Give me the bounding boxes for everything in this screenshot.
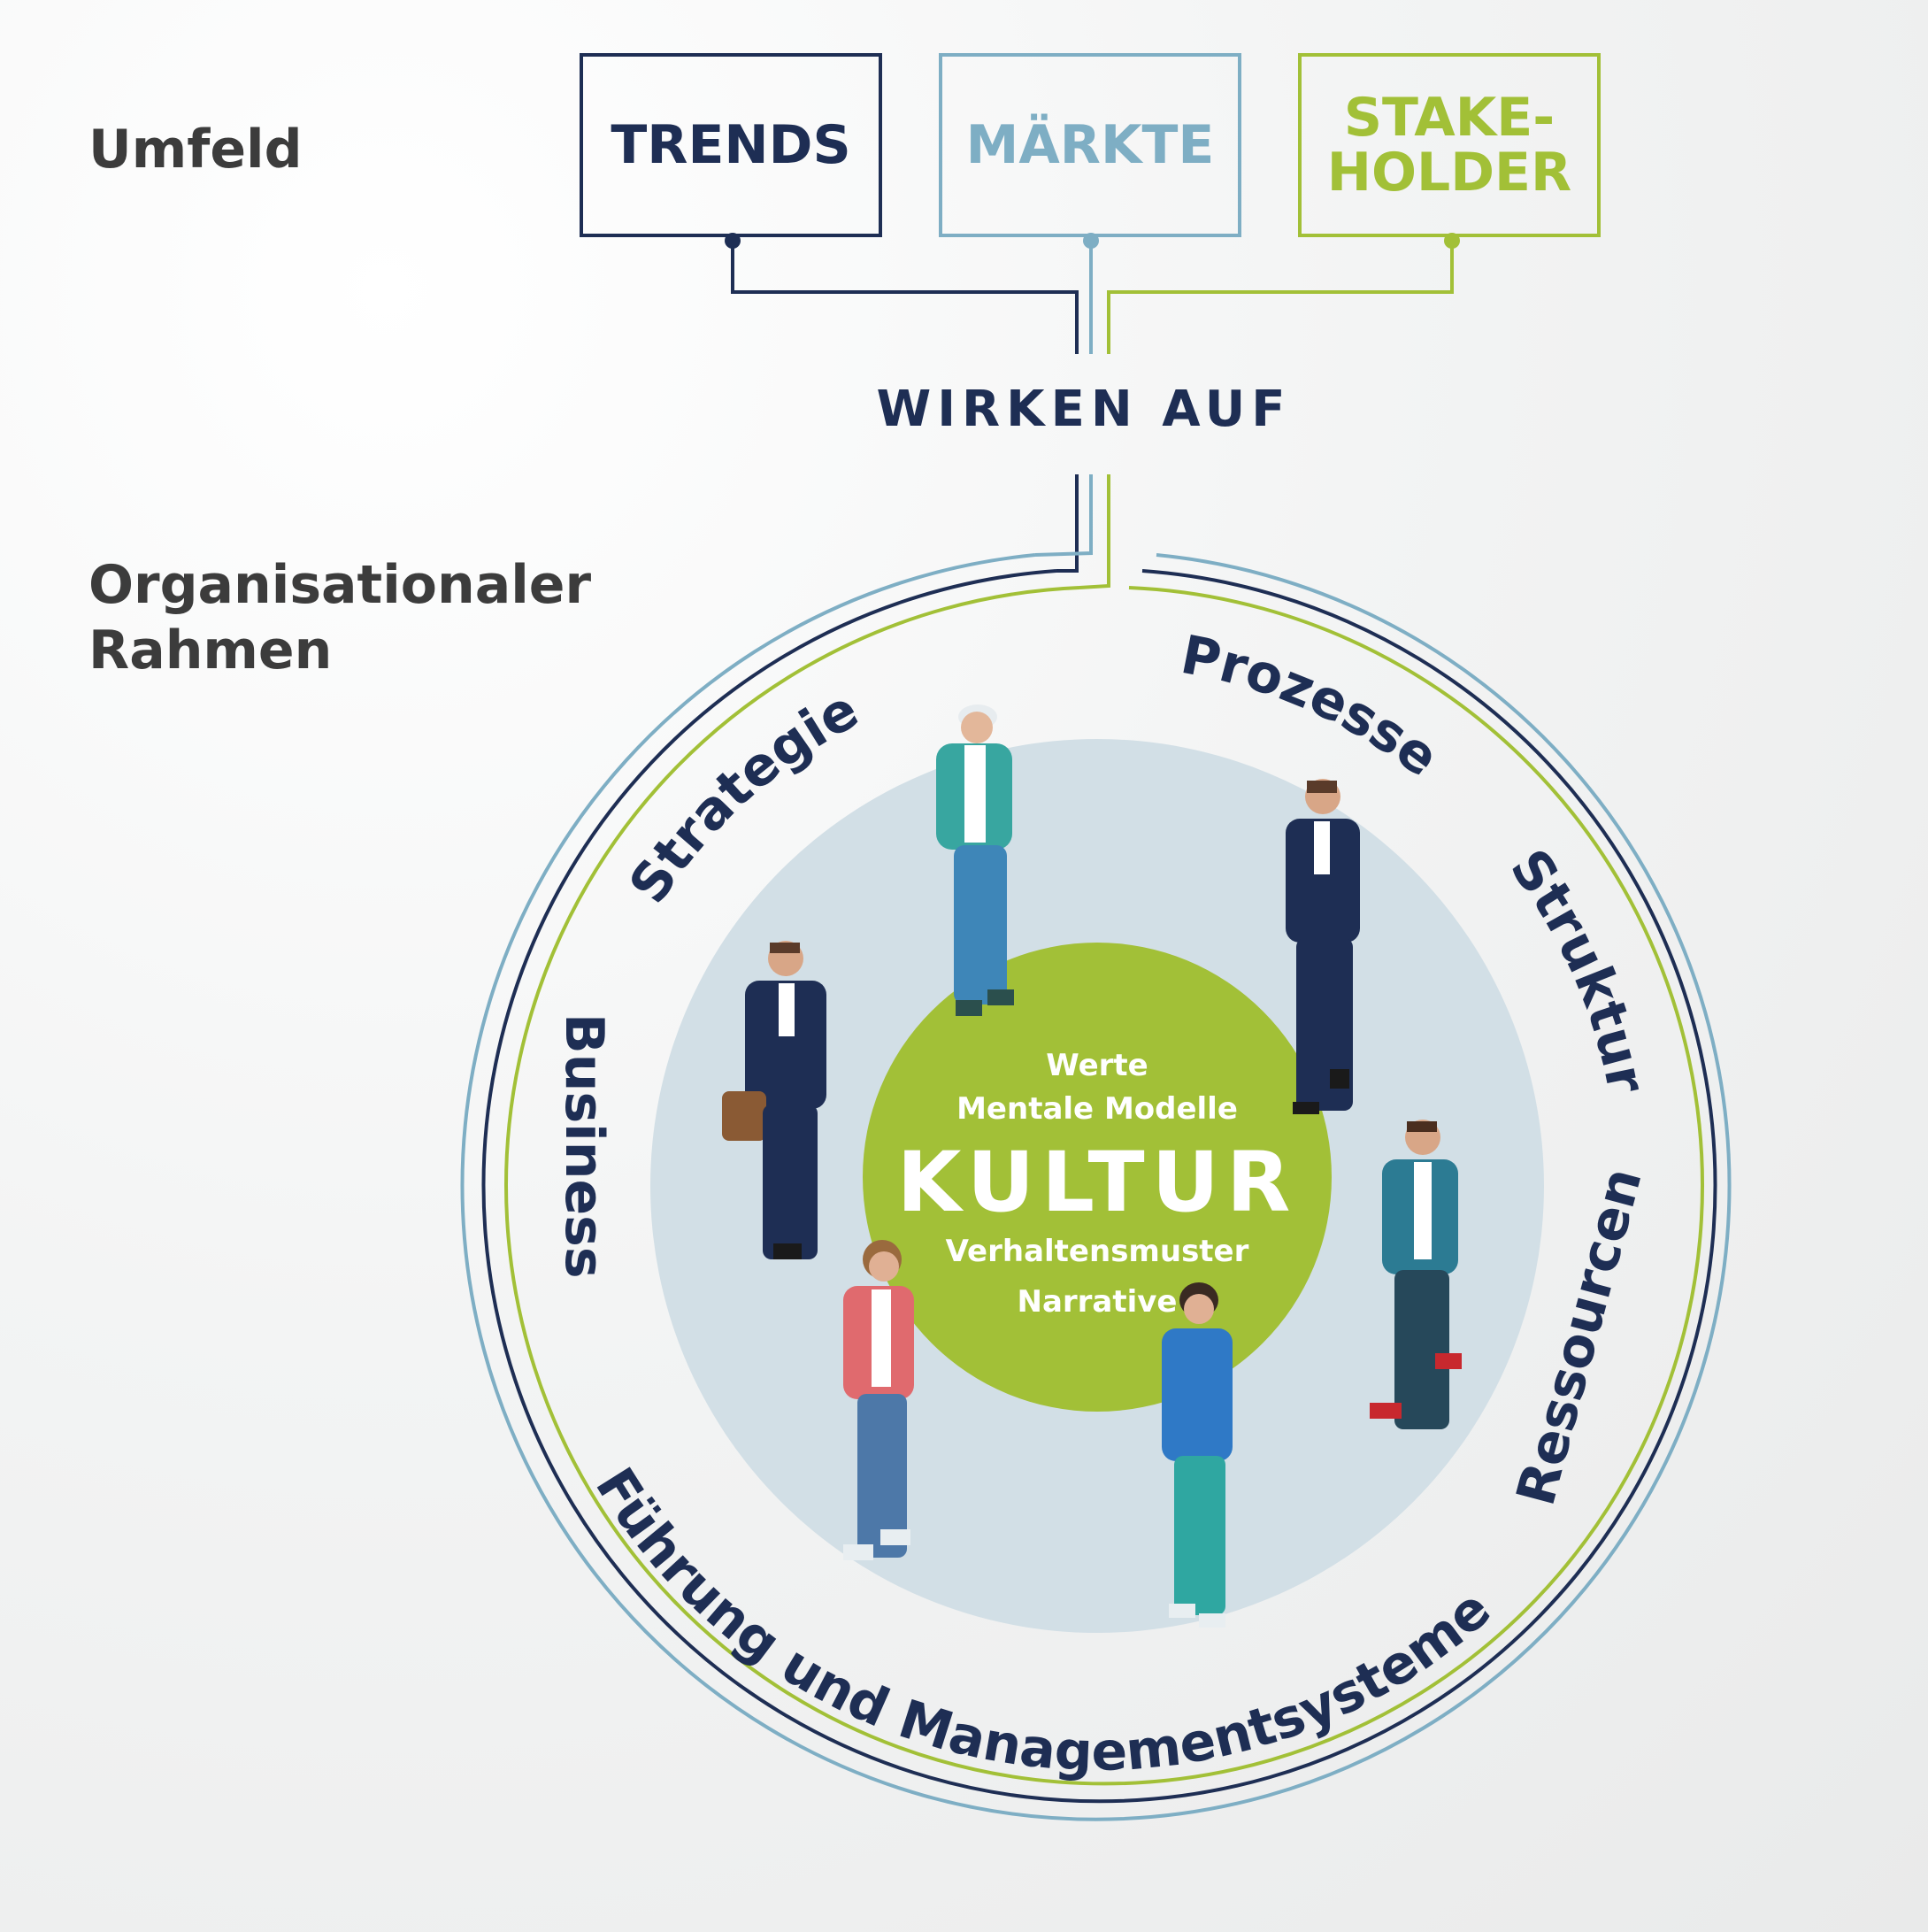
person-woman-red-jacket	[843, 1240, 914, 1560]
person-phone-caller	[1370, 1120, 1462, 1429]
trends-label: TRENDS	[611, 114, 851, 176]
core-kultur-title: KULTUR	[897, 1135, 1298, 1231]
outer-rings	[460, 553, 1732, 1821]
organisationaler-rahmen-label: Organisationaler Rahmen	[88, 552, 591, 683]
organisationaler-line1: Organisationaler	[88, 554, 592, 616]
trends-connector-lower	[1056, 474, 1079, 573]
stakeholder-label: STAKE- HOLDER	[1326, 87, 1572, 204]
core-verhaltensmuster: Verhaltensmuster	[946, 1234, 1249, 1269]
ring-navy	[481, 569, 1717, 1804]
maerkte-dot	[1083, 233, 1099, 249]
maerkte-box: MÄRKTE	[939, 53, 1241, 237]
trends-dot	[725, 233, 741, 249]
maerkte-connector-lower	[1034, 474, 1093, 557]
ring-outer-light-blue	[460, 553, 1732, 1821]
person-hipster	[936, 704, 1014, 1016]
connector-lines	[731, 241, 1454, 589]
umfeld-label: Umfeld	[88, 119, 303, 181]
person-suit-standing	[1286, 779, 1360, 1114]
person-woman-blue-sweater	[1162, 1282, 1233, 1628]
connector-dots	[725, 233, 1460, 249]
wirken-auf-label: WIRKEN AUF	[876, 381, 1292, 438]
core-mentale-modelle: Mentale Modelle	[956, 1091, 1238, 1127]
core-narrative: Narrative	[1017, 1284, 1177, 1320]
maerkte-label: MÄRKTE	[965, 114, 1215, 176]
organisationaler-line2: Rahmen	[88, 620, 333, 681]
stakeholder-connector-lower	[1079, 474, 1110, 589]
ring-label-business: Business	[553, 1013, 615, 1279]
business-text: Business	[553, 1013, 615, 1279]
core-werte: Werte	[1046, 1048, 1148, 1083]
kultur-texts: Werte Mentale Modelle KULTUR Verhaltensm…	[897, 1048, 1298, 1320]
stakeholder-connector	[1107, 241, 1454, 354]
stakeholder-box: STAKE- HOLDER	[1298, 53, 1601, 237]
ring-green	[504, 586, 1704, 1786]
stakeholder-dot	[1444, 233, 1460, 249]
person-businessman-briefcase	[722, 941, 826, 1259]
trends-connector	[731, 241, 1079, 354]
